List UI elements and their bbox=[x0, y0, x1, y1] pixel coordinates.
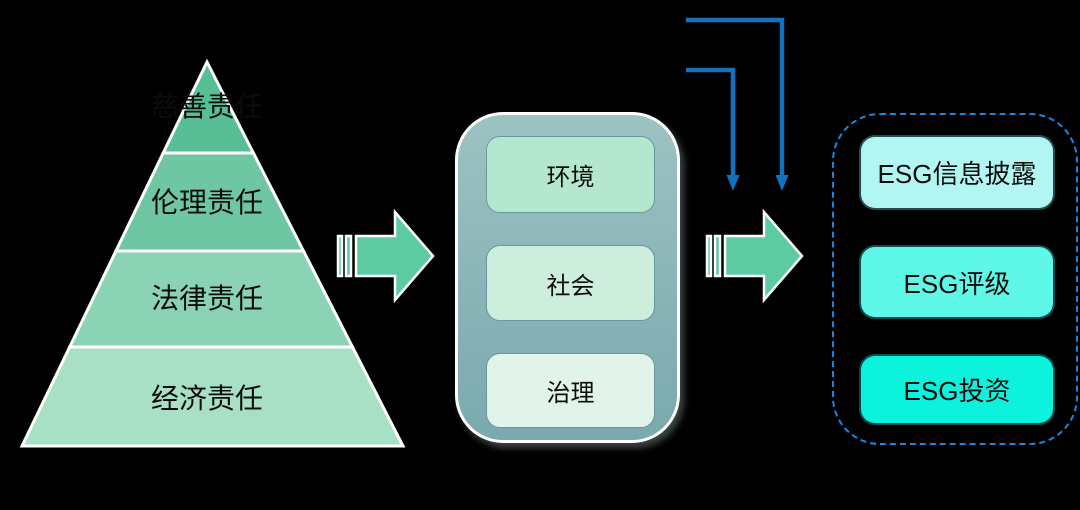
pyramid-label-economic: 经济责任 bbox=[151, 383, 263, 414]
pillar-governance: 治理 bbox=[486, 353, 655, 428]
outcome-disclosure-label: ESG信息披露 bbox=[877, 159, 1037, 189]
elbow-connector-lines bbox=[686, 17, 785, 176]
responsibility-pyramid: 慈善责任 伦理责任 法律责任 经济责任 bbox=[19, 58, 406, 448]
down-arrowhead-icon-2 bbox=[775, 175, 789, 191]
outcome-investment: ESG投资 bbox=[859, 354, 1055, 425]
elbow-arrowheads bbox=[726, 175, 789, 191]
pyramid-label-ethical: 伦理责任 bbox=[151, 187, 263, 218]
pyramid-label-legal: 法律责任 bbox=[151, 283, 263, 314]
striped-right-arrow-icon-2 bbox=[705, 208, 804, 304]
outcome-rating: ESG评级 bbox=[859, 245, 1055, 319]
pillar-social: 社会 bbox=[486, 245, 655, 321]
pyramid-label-philanthropic: 慈善责任 bbox=[151, 91, 263, 122]
outcome-rating-label: ESG评级 bbox=[903, 268, 1011, 299]
esg-pillars-container: 环境 社会 治理 bbox=[455, 112, 680, 443]
striped-right-arrow-icon-1 bbox=[336, 208, 435, 304]
pillar-environment-label: 环境 bbox=[546, 164, 595, 191]
down-arrowhead-icon-1 bbox=[726, 175, 740, 191]
pillar-social-label: 社会 bbox=[546, 272, 595, 300]
elbow-line-inner bbox=[686, 67, 736, 176]
outcome-investment-label: ESG投资 bbox=[903, 376, 1011, 406]
esg-outcomes-container: ESG信息披露 ESG评级 ESG投资 bbox=[832, 113, 1078, 445]
pillar-governance-label: 治理 bbox=[546, 380, 595, 407]
pillar-environment: 环境 bbox=[486, 136, 655, 213]
pyramid-layer-bottom bbox=[19, 345, 406, 448]
outcome-disclosure: ESG信息披露 bbox=[859, 135, 1055, 210]
elbow-line-outer bbox=[686, 17, 785, 176]
